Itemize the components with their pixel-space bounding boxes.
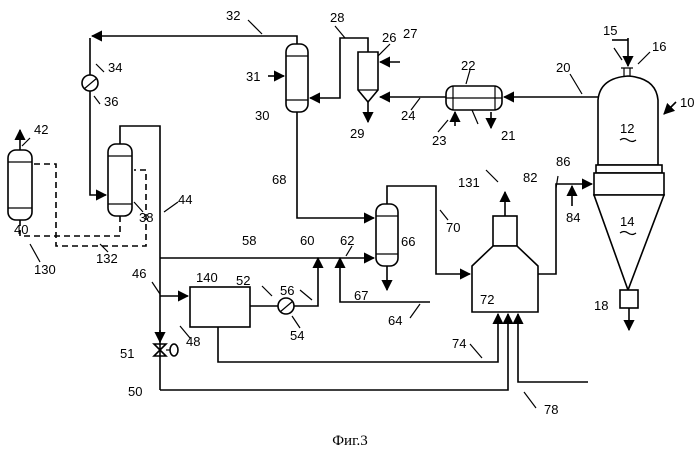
- label-84: 84: [566, 210, 580, 225]
- label-56: 56: [280, 283, 294, 298]
- heat-exchanger: [446, 86, 502, 110]
- valve-51: [154, 344, 178, 356]
- label-20: 20: [556, 60, 570, 75]
- label-42: 42: [34, 122, 48, 137]
- label-131: 131: [458, 175, 480, 190]
- label-14: 14: [620, 214, 634, 229]
- label-67: 67: [354, 288, 368, 303]
- label-12: 12: [620, 121, 634, 136]
- label-36: 36: [104, 94, 118, 109]
- label-22: 22: [461, 58, 475, 73]
- label-38: 38: [139, 210, 153, 225]
- label-16: 16: [652, 39, 666, 54]
- column-40: [8, 150, 32, 220]
- separator-vessel: [358, 52, 378, 102]
- label-46: 46: [132, 266, 146, 281]
- label-21: 21: [501, 128, 515, 143]
- label-24: 24: [401, 108, 415, 123]
- column-66: [376, 204, 398, 266]
- label-23: 23: [432, 133, 446, 148]
- label-54: 54: [290, 328, 304, 343]
- label-70: 70: [446, 220, 460, 235]
- label-44: 44: [178, 192, 192, 207]
- unit-140: [190, 287, 250, 327]
- label-34: 34: [108, 60, 122, 75]
- label-40: 40: [14, 222, 28, 237]
- label-68: 68: [272, 172, 286, 187]
- label-18: 18: [594, 298, 608, 313]
- pump-34: [82, 75, 98, 91]
- label-132: 132: [96, 251, 118, 266]
- label-15: 15: [603, 23, 617, 38]
- reactor-vessel: [594, 68, 664, 308]
- label-60: 60: [300, 233, 314, 248]
- label-86: 86: [556, 154, 570, 169]
- label-27: 27: [403, 26, 417, 41]
- label-64: 64: [388, 313, 402, 328]
- label-62: 62: [340, 233, 354, 248]
- label-74: 74: [452, 336, 466, 351]
- label-26: 26: [382, 30, 396, 45]
- label-51: 51: [120, 346, 134, 361]
- label-30: 30: [255, 108, 269, 123]
- column-38: [108, 144, 132, 216]
- label-52: 52: [236, 273, 250, 288]
- label-66: 66: [401, 234, 415, 249]
- label-48: 48: [186, 334, 200, 349]
- label-29: 29: [350, 126, 364, 141]
- label-10: 10: [680, 95, 694, 110]
- pump-54: [278, 298, 294, 314]
- label-82: 82: [523, 170, 537, 185]
- label-140: 140: [196, 270, 218, 285]
- label-28: 28: [330, 10, 344, 25]
- line-32: [92, 36, 297, 44]
- label-31: 31: [246, 69, 260, 84]
- label-78: 78: [544, 402, 558, 417]
- label-32: 32: [226, 8, 240, 23]
- label-130: 130: [34, 262, 56, 277]
- line-78: [518, 314, 588, 382]
- label-50: 50: [128, 384, 142, 399]
- label-72: 72: [480, 292, 494, 307]
- figure-caption: Фиг.3: [332, 433, 368, 449]
- line-56: [294, 258, 318, 306]
- column-30: [286, 44, 308, 112]
- label-58: 58: [242, 233, 256, 248]
- line-82: [538, 184, 592, 274]
